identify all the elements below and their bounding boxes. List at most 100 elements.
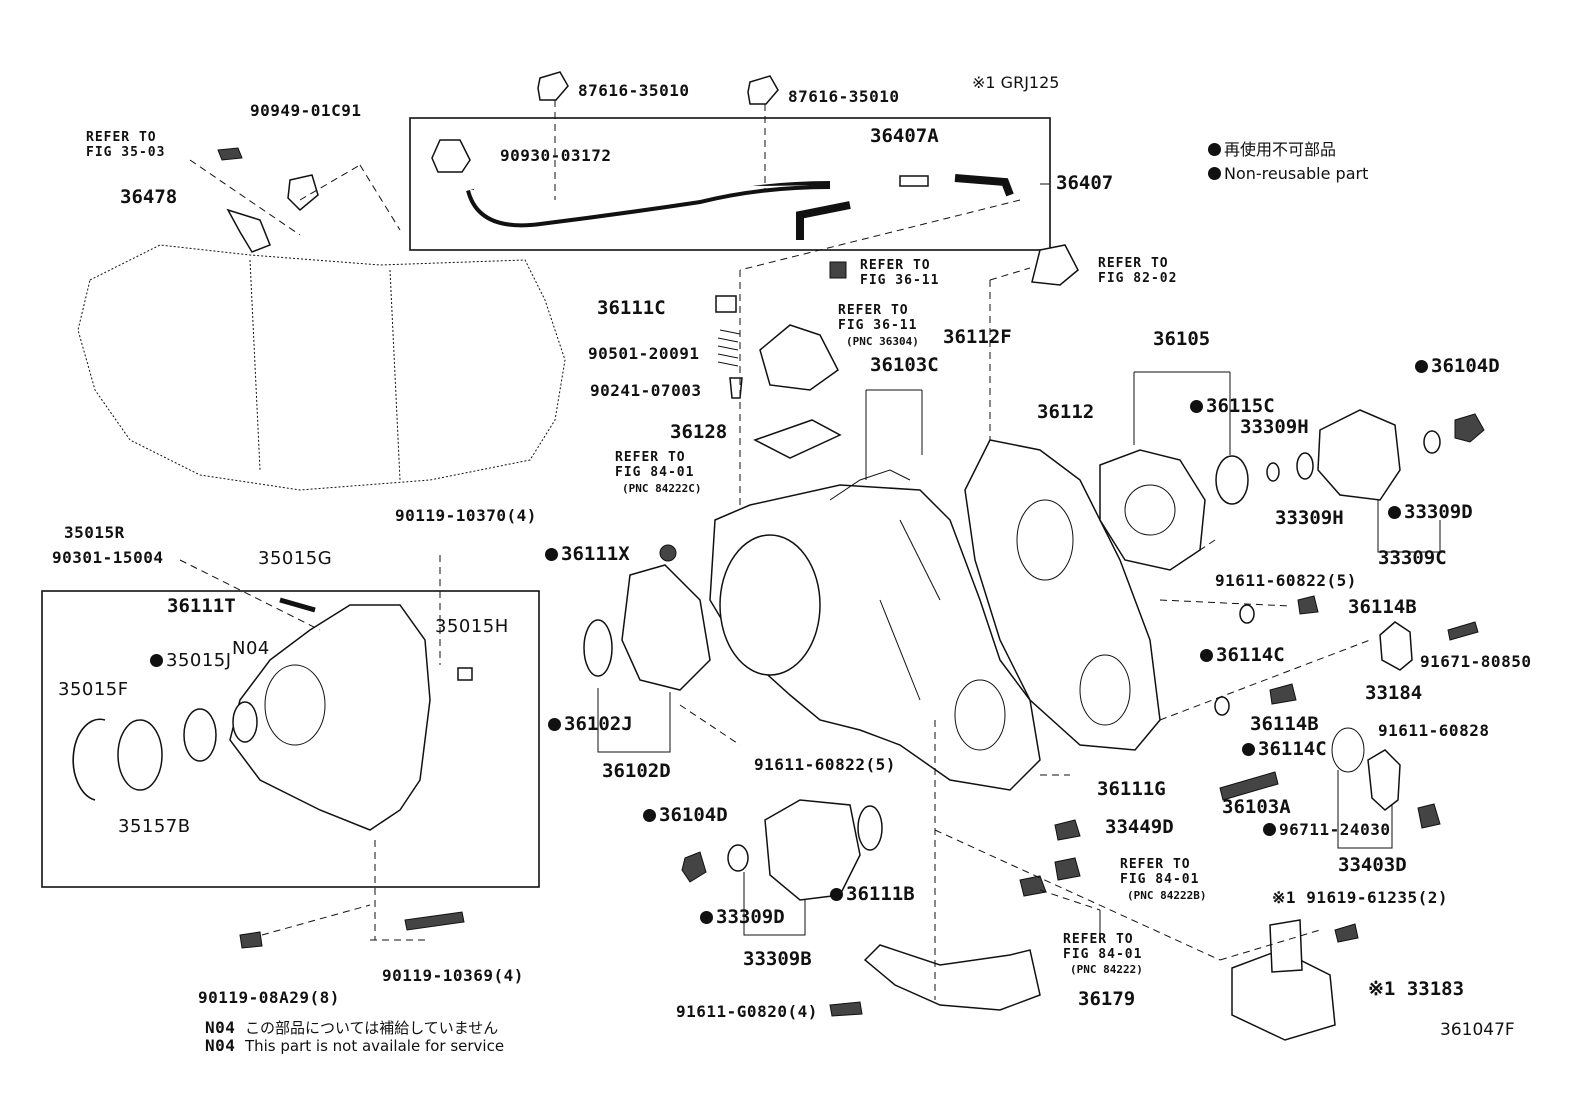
ref-fig-84-01-b-pnc: (PNC 84222B)	[1127, 889, 1207, 902]
extension-housing-35015G	[229, 604, 431, 831]
label-35015G: 35015G	[258, 548, 333, 569]
ref-fig-35-03: REFER TO FIG 35-03	[86, 130, 166, 160]
breather-elbow	[796, 201, 851, 240]
cover-bore-lower	[1079, 654, 1131, 726]
plug-36111C	[715, 295, 737, 313]
pin-35015H	[457, 667, 473, 681]
label-36407A: 36407A	[870, 125, 939, 147]
group-line-33309B	[743, 872, 806, 936]
washer-33309D-b	[727, 844, 749, 872]
label-33183: ※1 33183	[1368, 978, 1465, 1000]
o-ring-96711	[1331, 727, 1365, 773]
group-line-33309C	[1377, 500, 1441, 553]
label-36478: 36478	[120, 186, 178, 208]
breather-connector	[899, 175, 929, 187]
label-33403D: 33403D	[1338, 854, 1407, 876]
label-36104D-a: 36104D	[1415, 357, 1500, 376]
cap-33184	[1379, 621, 1413, 671]
label-36103C: 36103C	[870, 354, 939, 376]
label-33309H-a: 33309H	[1240, 416, 1309, 438]
label-36102J: 36102J	[548, 715, 633, 734]
bolt-33449D	[1054, 819, 1081, 841]
washer-36114C-a	[1239, 604, 1255, 624]
sensor-84222B	[1054, 857, 1081, 881]
clip-90949	[287, 174, 319, 212]
label-36114C-b: 36114C	[1242, 740, 1327, 759]
group-line-33403D	[1337, 770, 1393, 849]
gasket-36128	[753, 419, 842, 459]
bolt-91611-G0820	[829, 1001, 863, 1017]
footnote-en: N04 This part is not availale for servic…	[205, 1036, 505, 1055]
ref-fig-84-01-c-pnc: (PNC 84222)	[1070, 963, 1143, 976]
label-36104D-b: 36104D	[643, 806, 728, 825]
ref-fig-36-11-b: REFER TO FIG 36-11	[838, 303, 918, 333]
case-bore-rear	[954, 679, 1006, 751]
bolt-90119-10369	[404, 911, 465, 931]
label-90241: 90241-07003	[590, 381, 702, 400]
label-35015R: 35015R	[64, 523, 125, 542]
label-36112: 36112	[1037, 401, 1095, 423]
cover-bore-upper	[1016, 499, 1074, 581]
ref-fig-84-01-c: REFER TO FIG 84-01	[1063, 932, 1143, 962]
label-33309H-b: 33309H	[1275, 507, 1344, 529]
seal-36111B	[857, 805, 883, 851]
dust-cover-35157B	[117, 719, 163, 791]
extension-housing-group-box	[41, 590, 540, 888]
spring-90501	[717, 329, 741, 367]
washer-33309D-a	[1423, 430, 1441, 454]
label-33309C: 33309C	[1378, 547, 1447, 569]
transmission-outline	[77, 244, 566, 491]
group-line-36105	[1133, 371, 1231, 455]
group-line-36103C	[865, 389, 923, 480]
bracket-36179	[863, 944, 1041, 1011]
footnote-jp: N04 この部品については補給していません	[205, 1018, 499, 1037]
label-36114C-a: 36114C	[1200, 646, 1285, 665]
label-36114B-b: 36114B	[1250, 713, 1319, 735]
label-90501: 90501-20091	[588, 344, 700, 363]
label-91671: 91671-80850	[1420, 652, 1532, 671]
front-cover-36102D	[621, 564, 711, 691]
sensor-33403D	[1367, 749, 1401, 811]
label-36128: 36128	[670, 421, 728, 443]
bracket-36478	[226, 208, 271, 253]
ref-fig-82-02: REFER TO FIG 82-02	[1098, 256, 1178, 286]
bolt-91611-60828	[1417, 803, 1441, 829]
label-87616-b: 87616-35010	[788, 87, 900, 106]
plug-36111X	[659, 544, 677, 562]
label-96711: 96711-24030	[1263, 822, 1390, 838]
label-36407: 36407	[1056, 172, 1114, 194]
drawing-number: 361047F	[1440, 1020, 1515, 1040]
label-36112F: 36112F	[943, 326, 1012, 348]
label-91611-G0820: 91611-G0820(4)	[676, 1002, 818, 1021]
nut-36104D-b	[681, 851, 707, 883]
label-33309B: 33309B	[743, 948, 812, 970]
label-91619: ※1 91619-61235(2)	[1272, 888, 1449, 907]
label-91611-60828: 91611-60828	[1378, 721, 1490, 740]
bolt-91671	[1447, 621, 1479, 641]
label-90301: 90301-15004	[52, 548, 164, 567]
label-90930: 90930-03172	[500, 146, 612, 165]
seal-36102J	[583, 619, 613, 677]
pin-90241	[729, 377, 743, 399]
flange-33309B	[764, 799, 861, 901]
sensor-84222	[1019, 875, 1047, 897]
bolt-90119-08A29	[239, 931, 263, 949]
bracket-82-02	[1031, 244, 1079, 286]
label-33309D-b: 33309D	[700, 908, 785, 927]
hose-clamp-a	[537, 71, 569, 101]
label-91611-60822-a: 91611-60822(5)	[754, 755, 896, 774]
label-90119-08A29: 90119-08A29(8)	[198, 988, 340, 1007]
label-90119-10369: 90119-10369(4)	[382, 966, 524, 985]
label-36111G: 36111G	[1097, 778, 1166, 800]
ref-fig-36-11-a: REFER TO FIG 36-11	[860, 258, 940, 288]
label-36111X: 36111X	[545, 545, 630, 564]
ref-fig-84-01-b: REFER TO FIG 84-01	[1120, 857, 1200, 887]
label-36111T: 36111T	[167, 595, 236, 617]
breather-plug	[431, 139, 471, 173]
model-note: ※1 GRJ125	[972, 73, 1060, 92]
legend-en: Non-reusable part	[1208, 166, 1368, 182]
label-35157B: 35157B	[118, 816, 191, 837]
label-36179: 36179	[1078, 988, 1136, 1010]
bearing-36115C	[1215, 455, 1249, 505]
